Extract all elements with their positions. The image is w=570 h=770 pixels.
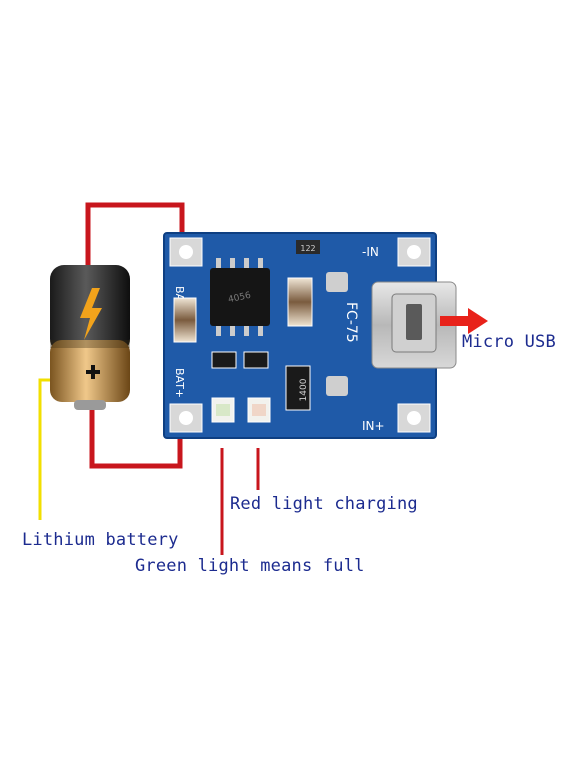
plus-icon <box>86 365 100 379</box>
micro-usb-connector <box>371 281 457 369</box>
battery-icon <box>50 265 130 410</box>
green-led <box>211 397 235 423</box>
in-plus-label: IN+ <box>362 419 385 433</box>
green-light-label: Green light means full <box>135 556 365 576</box>
chip-marking: 4056 <box>227 291 252 306</box>
charger-chip: 4056 <box>210 258 270 336</box>
usb-pad-top <box>326 272 348 292</box>
usb-marking: FC-75 <box>343 302 359 343</box>
micro-usb-label: Micro USB <box>462 332 556 352</box>
red-wire-top <box>85 202 185 275</box>
bat-plus-label: BAT+ <box>173 368 186 398</box>
resistor-top: 122 <box>296 240 320 254</box>
lithium-battery-label: Lithium battery <box>22 530 179 550</box>
pad-bat-plus <box>169 403 203 433</box>
capacitor-right <box>287 277 313 327</box>
in-minus-label: -IN <box>362 245 379 259</box>
micro-usb-arrow <box>440 308 488 334</box>
resistor-top-marking: 122 <box>300 244 315 253</box>
lightning-icon <box>80 288 102 340</box>
red-light-label: Red light charging <box>230 494 418 514</box>
pad-in-plus <box>397 403 431 433</box>
red-led <box>247 397 271 423</box>
pad-bat-minus <box>169 237 203 267</box>
capacitor-left <box>173 297 197 343</box>
charger-board: BAT- BAT+ -IN IN+ 4056 122 <box>163 232 457 439</box>
pad-in-minus <box>397 237 431 267</box>
resistor-row <box>211 351 269 369</box>
yellow-wire <box>38 378 52 520</box>
usb-pad-bottom <box>326 376 348 396</box>
resistor-bottom-marking: 1400 <box>299 378 309 401</box>
resistor-bottom: 1400 <box>285 365 311 411</box>
red-wire-bottom <box>89 410 183 469</box>
